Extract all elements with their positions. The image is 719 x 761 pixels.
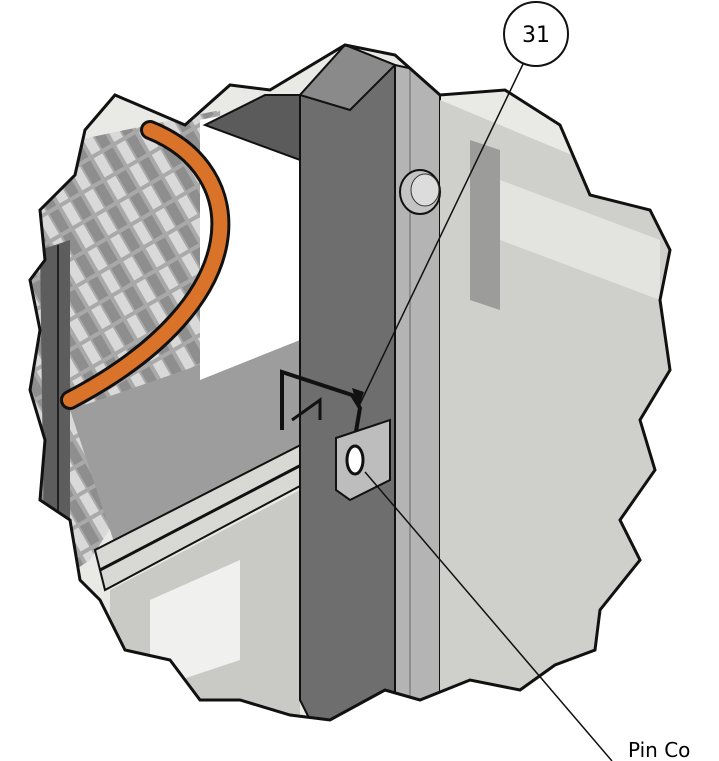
callout-number: 31 [522, 23, 550, 48]
left-frame-strip [40, 240, 70, 620]
clip-wire [280, 369, 363, 456]
pin-label: Pin Co [628, 738, 690, 761]
vertical-post-face [394, 63, 441, 720]
callout-arrowhead [352, 388, 364, 408]
callout-31: 31 [503, 1, 569, 67]
vertical-post [299, 45, 396, 720]
detail-outline [28, 43, 672, 722]
callout-circle [503, 1, 569, 67]
callout-leader [357, 61, 525, 409]
pin-leader [364, 471, 613, 761]
interior-floor [70, 330, 300, 560]
